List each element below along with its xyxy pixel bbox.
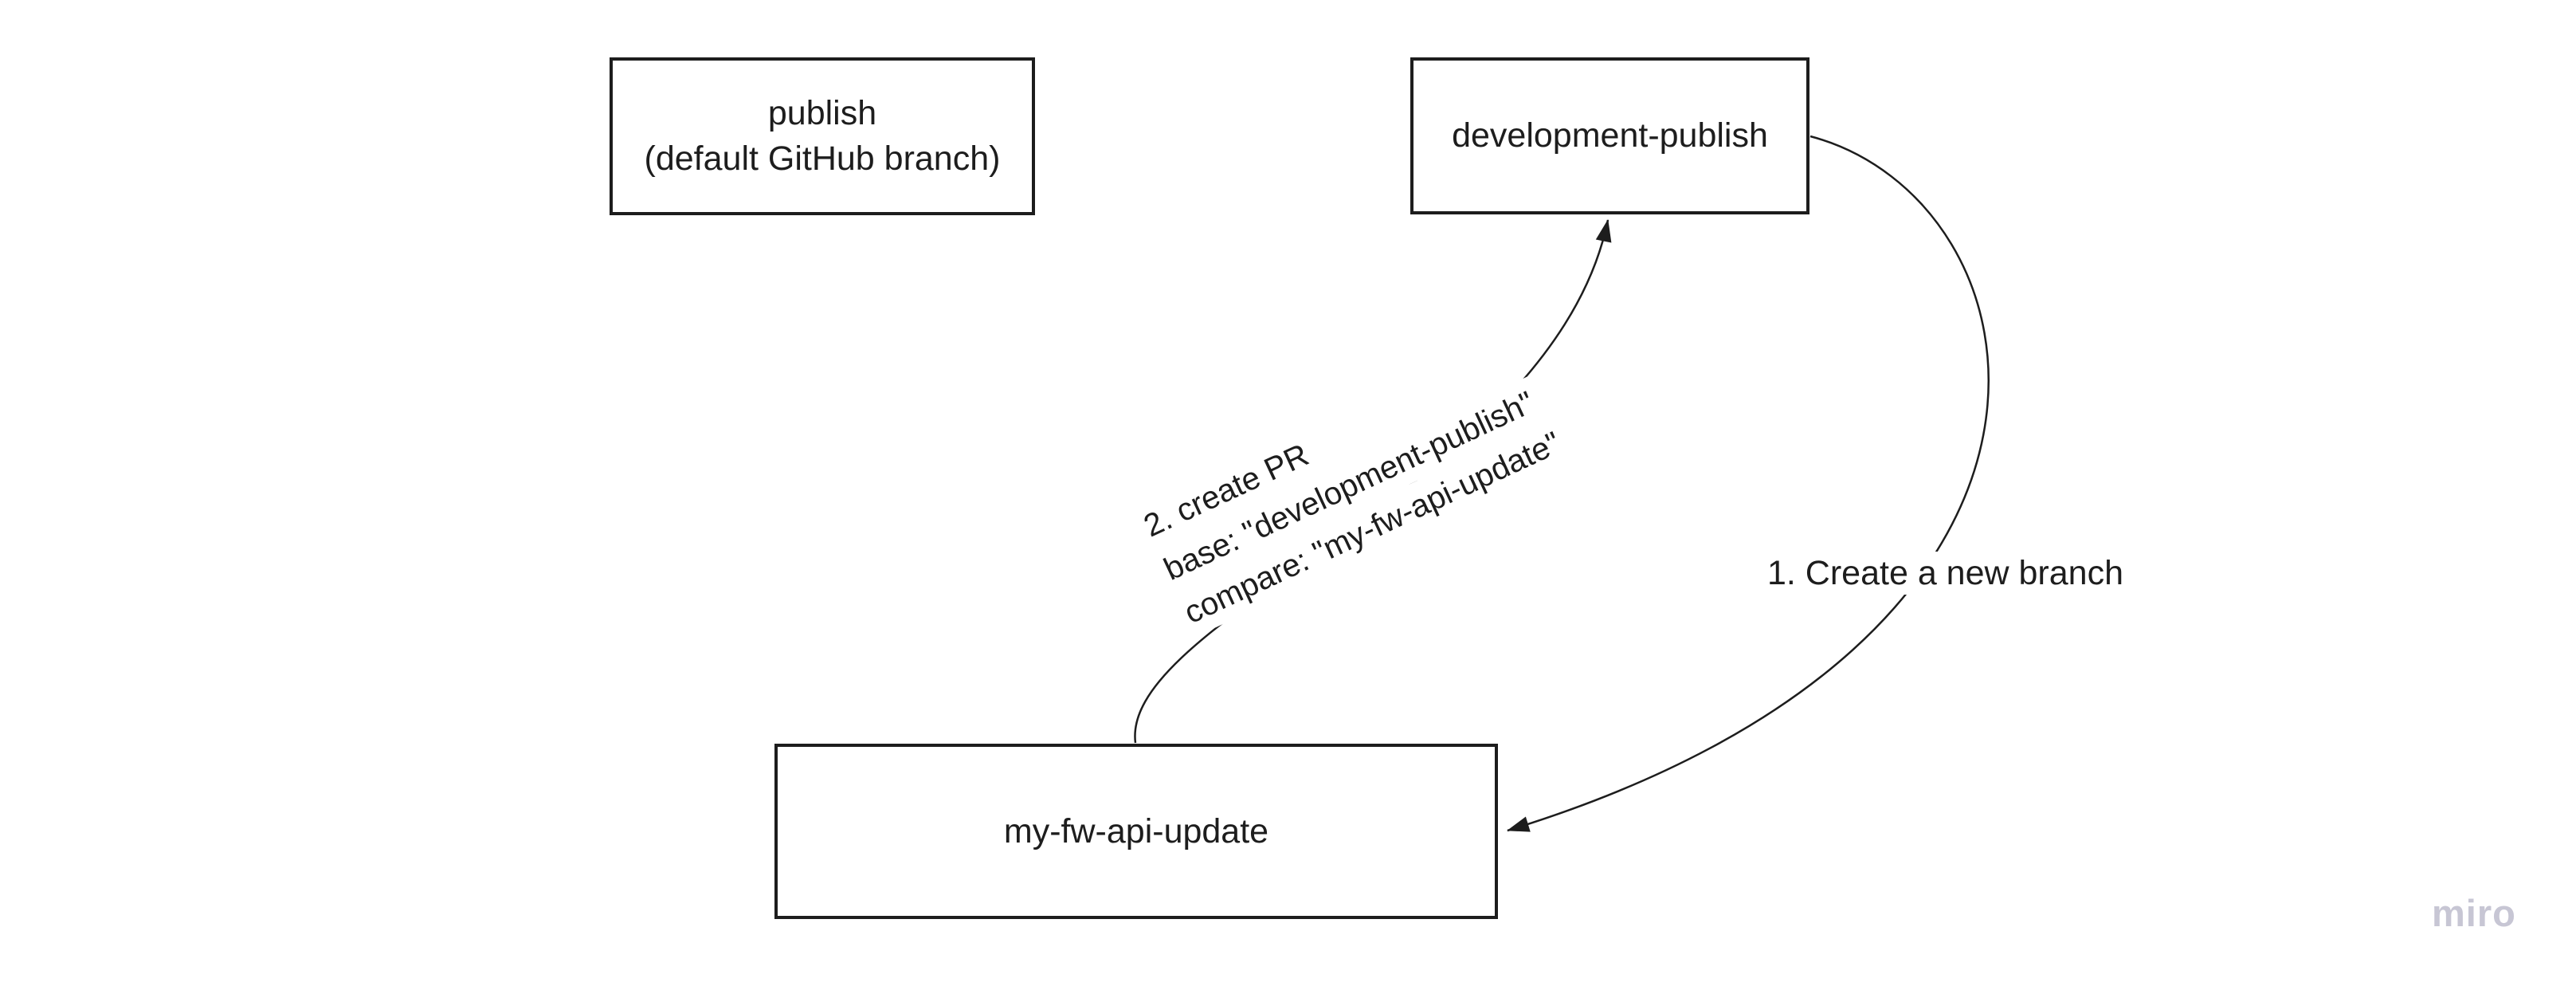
node-my-fw-api-update[interactable]: my-fw-api-update — [774, 744, 1498, 919]
node-my-fw-api-update-label: my-fw-api-update — [1003, 811, 1269, 850]
node-publish-label-line2: (default GitHub branch) — [644, 139, 1001, 178]
node-publish[interactable]: publish (default GitHub branch) — [610, 57, 1035, 215]
connector-label-create-branch[interactable]: 1. Create a new branch — [1758, 552, 2133, 595]
node-publish-label-line1: publish — [767, 94, 877, 132]
node-development-publish-label: development-publish — [1452, 116, 1768, 155]
node-development-publish[interactable]: development-publish — [1410, 57, 1809, 214]
connector-create-branch-line[interactable] — [1507, 135, 1990, 832]
miro-watermark: miro — [2432, 892, 2516, 934]
connector-create-branch[interactable] — [1507, 135, 1990, 832]
